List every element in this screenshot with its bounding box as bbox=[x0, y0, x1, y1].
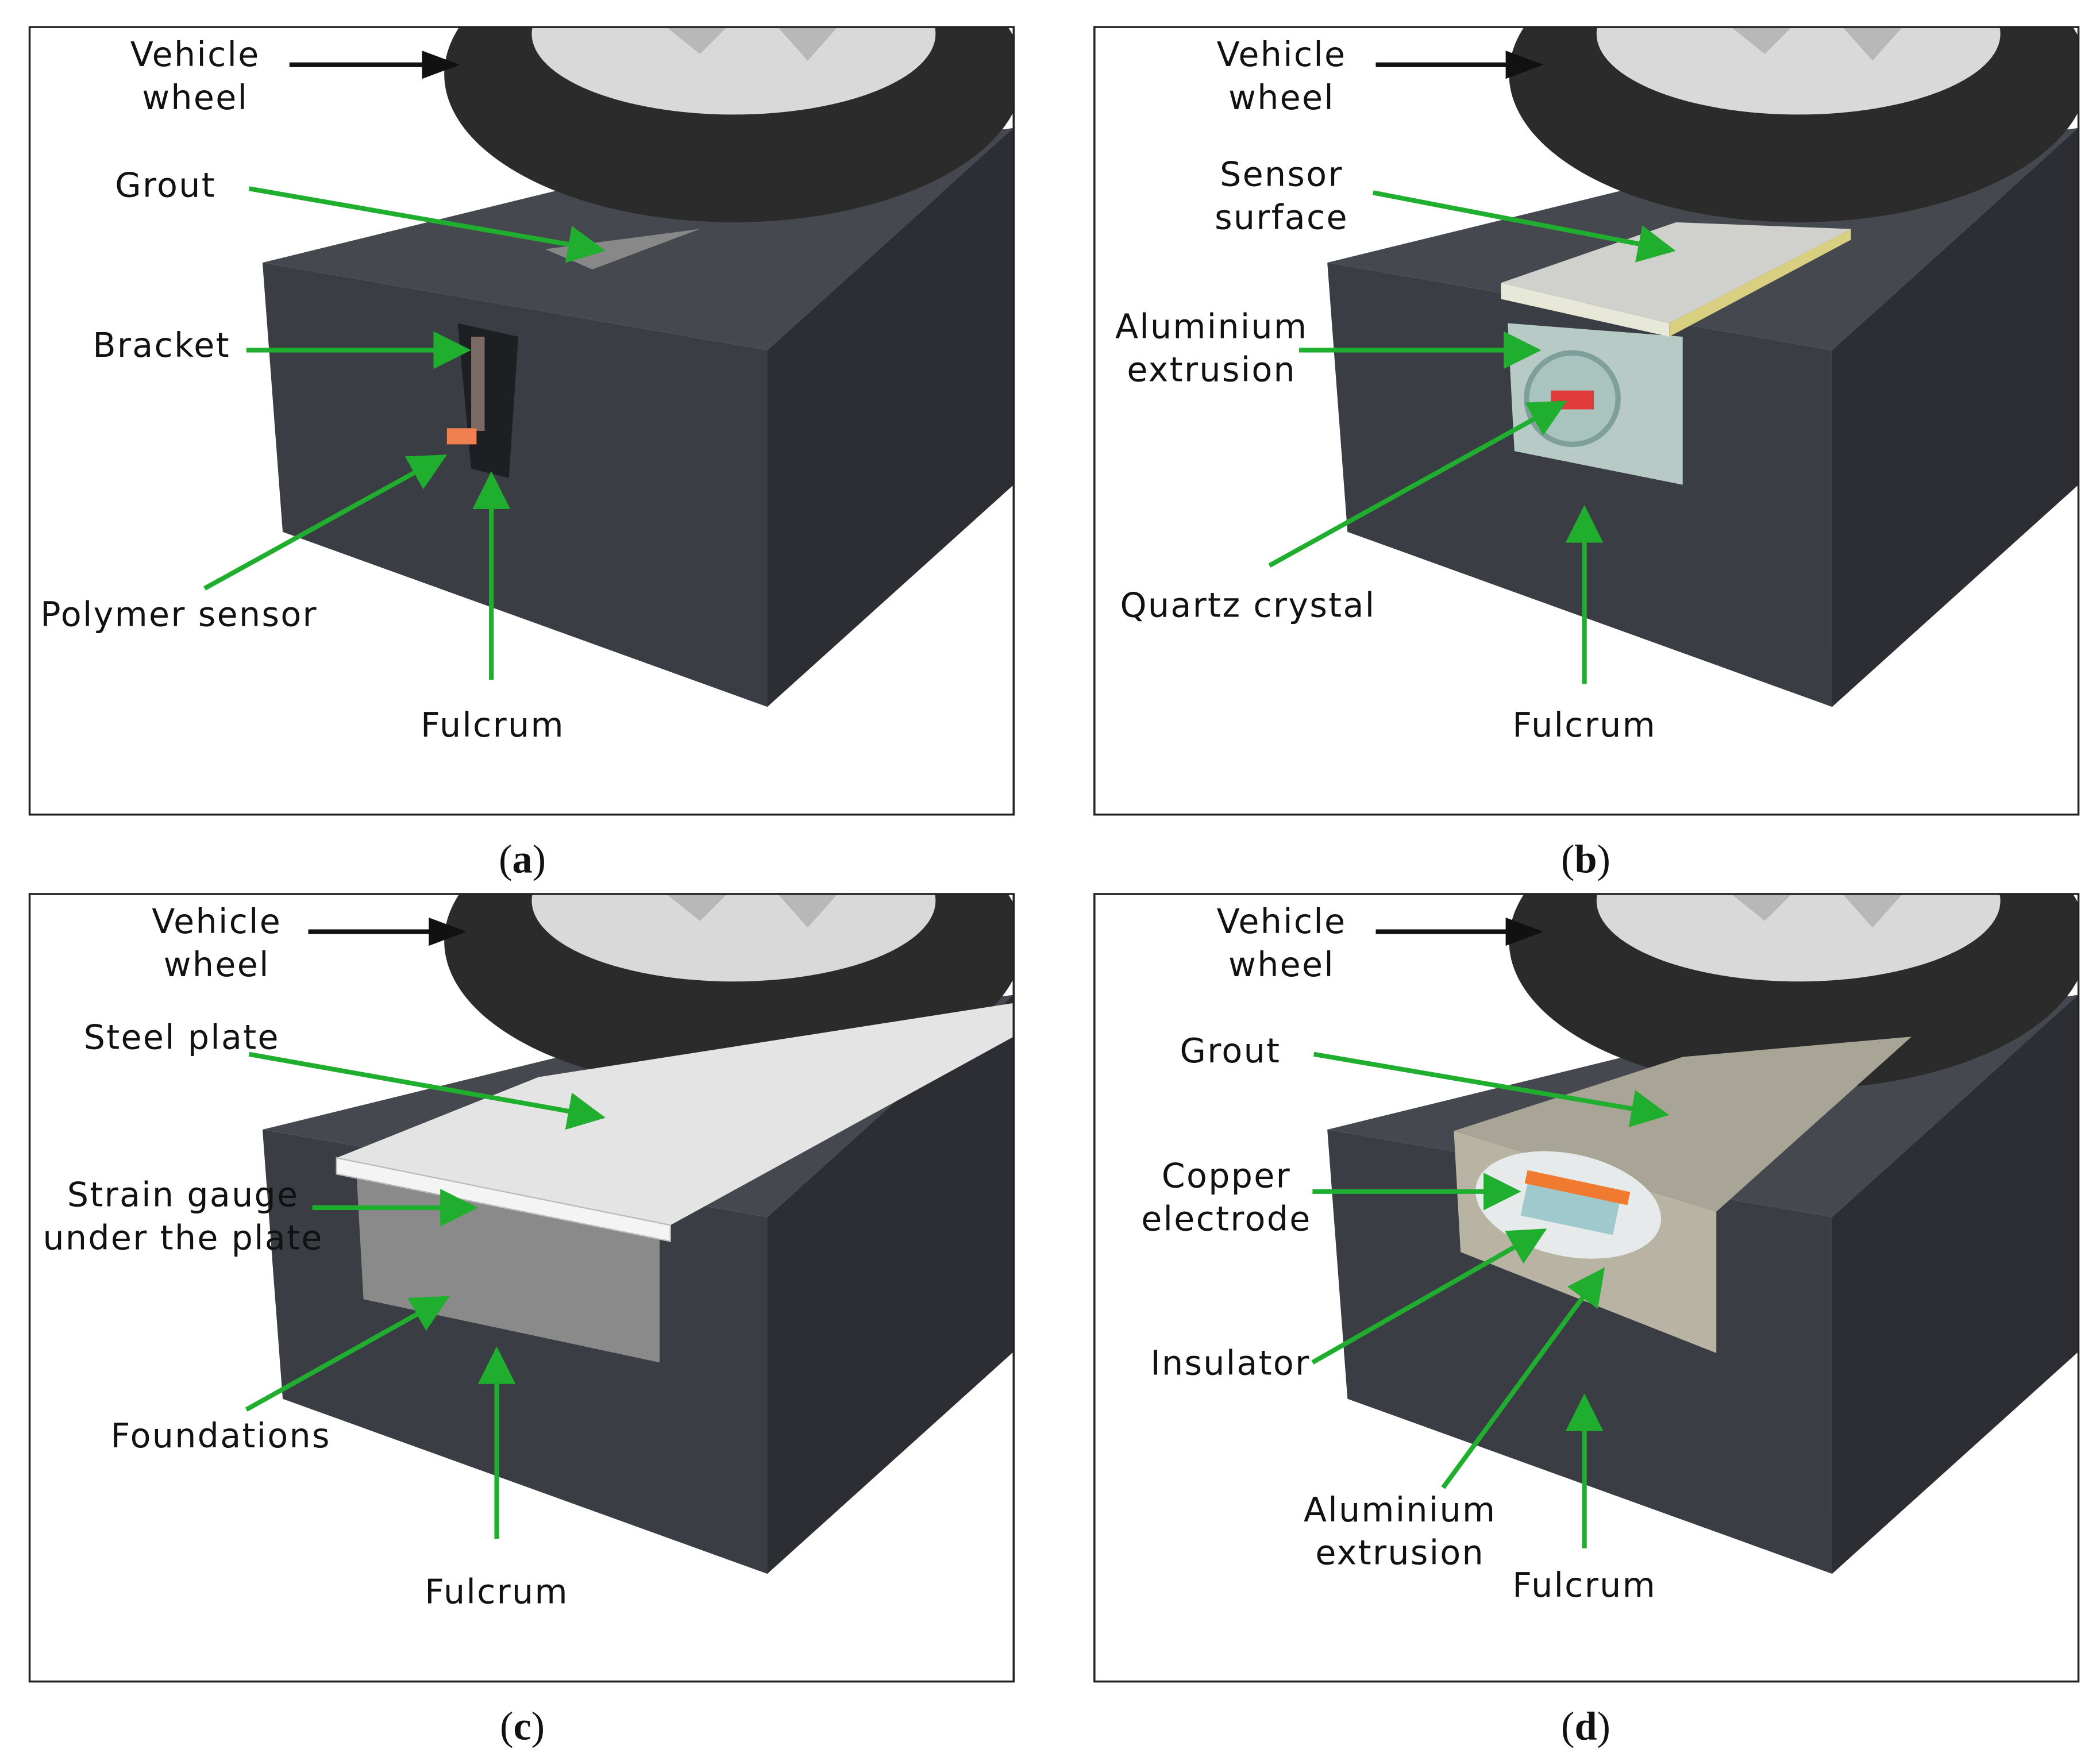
label-copper: Copper bbox=[1162, 1157, 1291, 1196]
label-steel-plate: Steel plate bbox=[84, 1018, 280, 1057]
label-extrusion: extrusion bbox=[1315, 1534, 1485, 1573]
arrow-steel-plate bbox=[248, 1051, 606, 1130]
label-wheel: wheel bbox=[164, 945, 270, 984]
bracket bbox=[471, 336, 485, 431]
label-aluminium: Aluminium bbox=[1304, 1490, 1496, 1529]
arrow-grout bbox=[1313, 1051, 1670, 1127]
label-wheel: wheel bbox=[1228, 945, 1335, 984]
caption-d: (d) bbox=[1561, 1704, 1610, 1748]
copper-electrode bbox=[1524, 1170, 1631, 1205]
arrow-insulator bbox=[1311, 1228, 1547, 1365]
steel-plate bbox=[336, 1003, 1014, 1226]
sensor-surface-yellow-edge bbox=[1669, 229, 1851, 337]
label-vehicle: Vehicle bbox=[1217, 902, 1347, 941]
label-grout: Grout bbox=[115, 165, 216, 205]
steel-plate-edge bbox=[336, 1157, 671, 1242]
aluminium-extrusion bbox=[1520, 1182, 1620, 1235]
label-quartz-crystal: Quartz crystal bbox=[1120, 585, 1375, 625]
label-insulator: Insulator bbox=[1150, 1343, 1310, 1382]
panel-b: Vehicle wheel Sensor surface Aluminium e… bbox=[1093, 0, 2088, 881]
label-under-the-plate: under the plate bbox=[43, 1218, 323, 1257]
label-extrusion: extrusion bbox=[1127, 350, 1296, 389]
label-wheel: wheel bbox=[142, 78, 248, 117]
label-vehicle: Vehicle bbox=[1217, 35, 1347, 74]
panel-c: Vehicle wheel Steel plate Strain gauge u… bbox=[28, 793, 1023, 1748]
arrow-aluminium-extrusion bbox=[1441, 1267, 1605, 1489]
polymer-sensor bbox=[446, 428, 477, 445]
label-polymer-sensor: Polymer sensor bbox=[40, 595, 318, 634]
panel-a: Vehicle wheel Grout Bracket Polymer sens… bbox=[28, 0, 1023, 881]
label-wheel: wheel bbox=[1228, 78, 1335, 117]
label-sensor: Sensor bbox=[1220, 155, 1343, 194]
label-aluminium: Aluminium bbox=[1115, 307, 1308, 346]
arrow-foundations bbox=[245, 1296, 450, 1412]
panel-frame bbox=[28, 26, 1015, 816]
panel-frame bbox=[28, 893, 1015, 1683]
label-fulcrum: Fulcrum bbox=[1512, 1566, 1656, 1605]
road-block-with-wheel bbox=[263, 0, 1023, 707]
road-block-with-wheel bbox=[1327, 0, 2088, 707]
label-fulcrum: Fulcrum bbox=[1512, 706, 1656, 745]
grout-top bbox=[1454, 1037, 1912, 1212]
label-surface: surface bbox=[1215, 198, 1348, 237]
label-strain-gauge: Strain gauge bbox=[67, 1176, 299, 1215]
label-grout: Grout bbox=[1180, 1031, 1281, 1070]
arrow-sensor-surface bbox=[1373, 190, 1676, 263]
label-fulcrum: Fulcrum bbox=[425, 1573, 569, 1612]
arrow-grout bbox=[248, 186, 606, 263]
sensor-surface-edge bbox=[1501, 283, 1670, 337]
panel-d: Vehicle wheel Grout Copper electrode Ins… bbox=[1093, 793, 2088, 1748]
arrow-quartz-crystal bbox=[1268, 400, 1567, 568]
label-bracket: Bracket bbox=[93, 326, 230, 365]
arrow-polymer-sensor bbox=[203, 454, 448, 591]
label-fulcrum: Fulcrum bbox=[421, 706, 565, 745]
sensor-surface bbox=[1501, 222, 1851, 323]
caption-c: (c) bbox=[500, 1704, 545, 1748]
caption-b: (b) bbox=[1561, 837, 1610, 881]
panel-frame bbox=[1093, 26, 2080, 816]
label-electrode: electrode bbox=[1141, 1200, 1311, 1239]
label-vehicle: Vehicle bbox=[152, 902, 282, 941]
label-vehicle: Vehicle bbox=[130, 35, 260, 74]
caption-a: (a) bbox=[499, 837, 546, 881]
panel-frame bbox=[1093, 893, 2080, 1683]
label-foundations: Foundations bbox=[111, 1416, 331, 1455]
